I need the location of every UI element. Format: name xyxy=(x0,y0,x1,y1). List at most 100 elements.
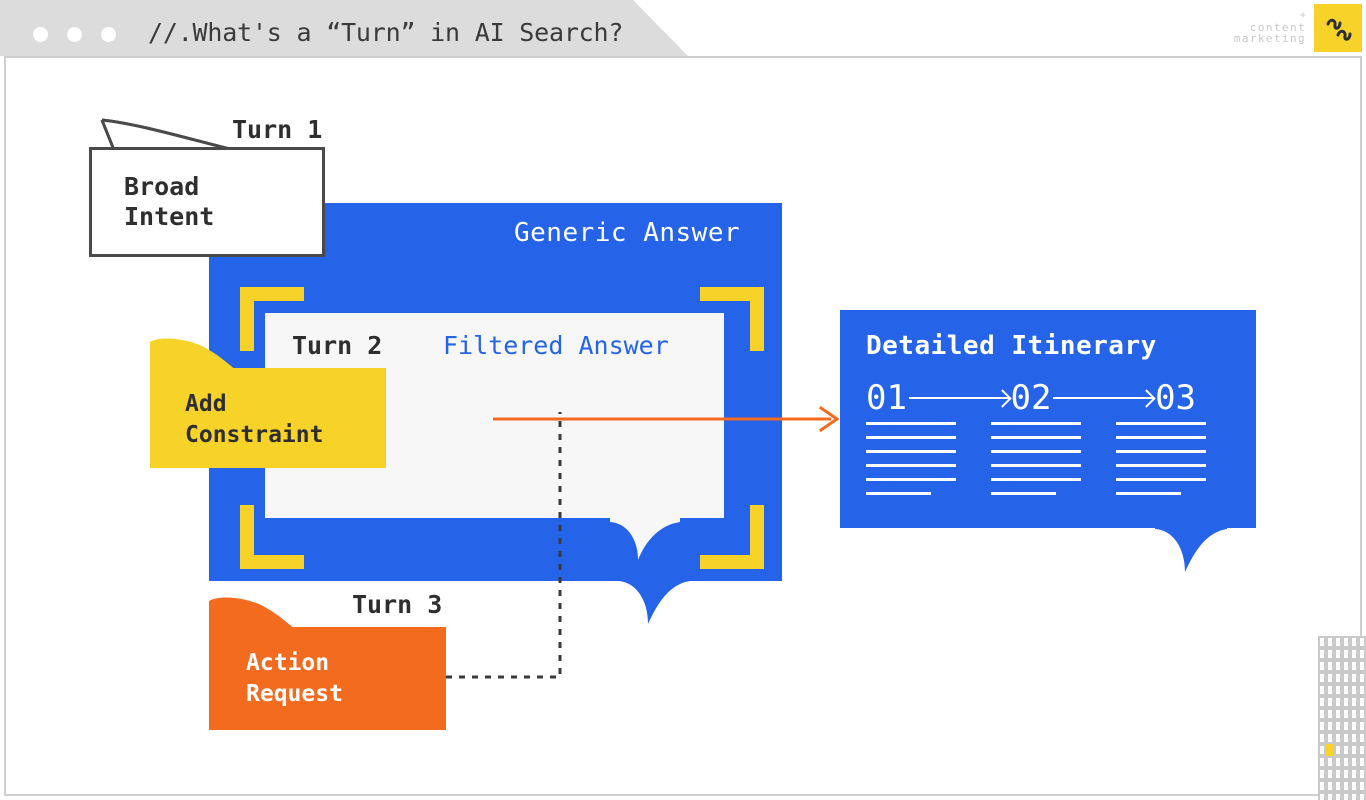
grid-cell xyxy=(1326,636,1334,648)
grid-row xyxy=(1318,684,1366,696)
grid-row xyxy=(1318,648,1366,660)
grid-cell xyxy=(1342,768,1350,780)
grid-cell xyxy=(1334,768,1342,780)
bracket-bottom-right xyxy=(700,505,764,569)
grid-cell xyxy=(1342,672,1350,684)
placeholder-line xyxy=(991,436,1081,439)
placeholder-line xyxy=(1116,464,1206,467)
grid-cell xyxy=(1318,768,1326,780)
grid-cell xyxy=(1334,684,1342,696)
placeholder-line xyxy=(1116,478,1206,481)
placeholder-line xyxy=(1116,450,1206,453)
filtered-answer-bubble-tail xyxy=(610,512,680,560)
grid-cell xyxy=(1334,792,1342,800)
itinerary-step-1: 01 xyxy=(866,378,907,418)
itinerary-step-2: 02 xyxy=(1010,378,1052,418)
add-constraint-line-1: Add xyxy=(185,391,227,417)
placeholder-line xyxy=(991,450,1081,453)
grid-cell xyxy=(1318,660,1326,672)
broad-intent-line-2: Intent xyxy=(124,202,215,231)
itinerary-column-1 xyxy=(866,422,956,506)
grid-cell xyxy=(1326,672,1334,684)
diagram-canvas: Generic Answer Turn 2 Filtered Answer Tu… xyxy=(6,58,1360,794)
bracket-bottom-left xyxy=(240,505,304,569)
grid-cell xyxy=(1358,672,1366,684)
itinerary-placeholder-columns xyxy=(866,422,1206,506)
placeholder-line xyxy=(1116,422,1206,425)
grid-cell xyxy=(1334,780,1342,792)
grid-cell xyxy=(1350,636,1358,648)
action-request-bubble[interactable] xyxy=(209,627,446,730)
detailed-itinerary-panel[interactable] xyxy=(840,310,1256,528)
grid-cell xyxy=(1326,684,1334,696)
grid-cell xyxy=(1326,768,1334,780)
close-dot-icon[interactable] xyxy=(33,27,48,42)
add-constraint-text: Add Constraint xyxy=(185,389,323,451)
grid-cell xyxy=(1326,708,1334,720)
grid-cell xyxy=(1318,672,1326,684)
grid-cell xyxy=(1318,732,1326,744)
grid-cell xyxy=(1334,636,1342,648)
grid-cell xyxy=(1350,708,1358,720)
grid-cell xyxy=(1358,648,1366,660)
minimize-dot-icon[interactable] xyxy=(67,27,82,42)
grid-row xyxy=(1318,792,1366,800)
add-constraint-bubble-tail xyxy=(150,338,236,370)
grid-cell xyxy=(1358,768,1366,780)
grid-cell xyxy=(1326,660,1334,672)
action-request-text: Action Request xyxy=(246,648,343,710)
turn-3-label: Turn 3 xyxy=(352,590,443,619)
window-controls[interactable] xyxy=(33,27,116,42)
placeholder-line xyxy=(866,492,931,495)
placeholder-line xyxy=(866,450,956,453)
page-canvas: Generic Answer Turn 2 Filtered Answer Tu… xyxy=(4,56,1362,796)
grid-cell xyxy=(1334,744,1342,756)
grid-cell xyxy=(1350,780,1358,792)
generic-answer-label: Generic Answer xyxy=(514,218,741,248)
grid-cell xyxy=(1350,732,1358,744)
grid-cell-highlight xyxy=(1326,744,1334,756)
grid-cell xyxy=(1334,756,1342,768)
grid-cell xyxy=(1326,696,1334,708)
grid-cell xyxy=(1358,732,1366,744)
maximize-dot-icon[interactable] xyxy=(101,27,116,42)
grid-cell xyxy=(1358,660,1366,672)
grid-cell xyxy=(1358,756,1366,768)
detailed-itinerary-title: Detailed Itinerary xyxy=(866,331,1157,361)
grid-cell xyxy=(1350,792,1358,800)
grid-cell xyxy=(1342,780,1350,792)
grid-cell xyxy=(1318,684,1326,696)
grid-cell xyxy=(1358,684,1366,696)
grid-cell xyxy=(1326,780,1334,792)
grid-cell xyxy=(1334,732,1342,744)
grid-cell xyxy=(1326,756,1334,768)
action-request-line-1: Action xyxy=(246,650,330,676)
brand-logo: + content marketing xyxy=(1234,0,1366,56)
grid-row xyxy=(1318,768,1366,780)
grid-row xyxy=(1318,720,1366,732)
grid-cell xyxy=(1334,696,1342,708)
grid-row xyxy=(1318,660,1366,672)
orange-flow-arrow xyxy=(493,405,840,433)
grid-row xyxy=(1318,780,1366,792)
placeholder-line xyxy=(866,436,956,439)
brand-logo-text: + content marketing xyxy=(1234,10,1306,46)
grid-cell xyxy=(1334,648,1342,660)
grid-cell xyxy=(1334,708,1342,720)
add-constraint-bubble[interactable] xyxy=(150,368,386,468)
broad-intent-bubble[interactable] xyxy=(89,147,325,257)
itinerary-column-3 xyxy=(1116,422,1206,506)
grid-row xyxy=(1318,672,1366,684)
step-arrow-2-icon xyxy=(1053,397,1154,399)
grid-cell xyxy=(1318,636,1326,648)
brand-line-1: content xyxy=(1249,21,1306,34)
itinerary-step-sequence: 01 02 03 xyxy=(866,378,1196,418)
grid-cell xyxy=(1342,636,1350,648)
grid-cell xyxy=(1334,720,1342,732)
generic-answer-bubble-tail xyxy=(618,568,690,624)
itinerary-column-2 xyxy=(991,422,1081,506)
filtered-answer-label: Filtered Answer xyxy=(443,331,669,360)
grid-cell xyxy=(1350,660,1358,672)
grid-cell xyxy=(1318,756,1326,768)
grid-cell xyxy=(1358,792,1366,800)
